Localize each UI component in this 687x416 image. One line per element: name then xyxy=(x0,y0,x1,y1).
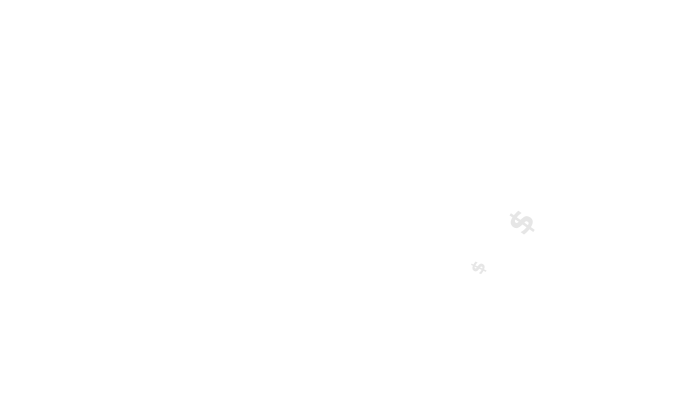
dollar-sign-icon: $ xyxy=(499,201,544,243)
dollar-sign-icon: $ xyxy=(466,257,491,278)
